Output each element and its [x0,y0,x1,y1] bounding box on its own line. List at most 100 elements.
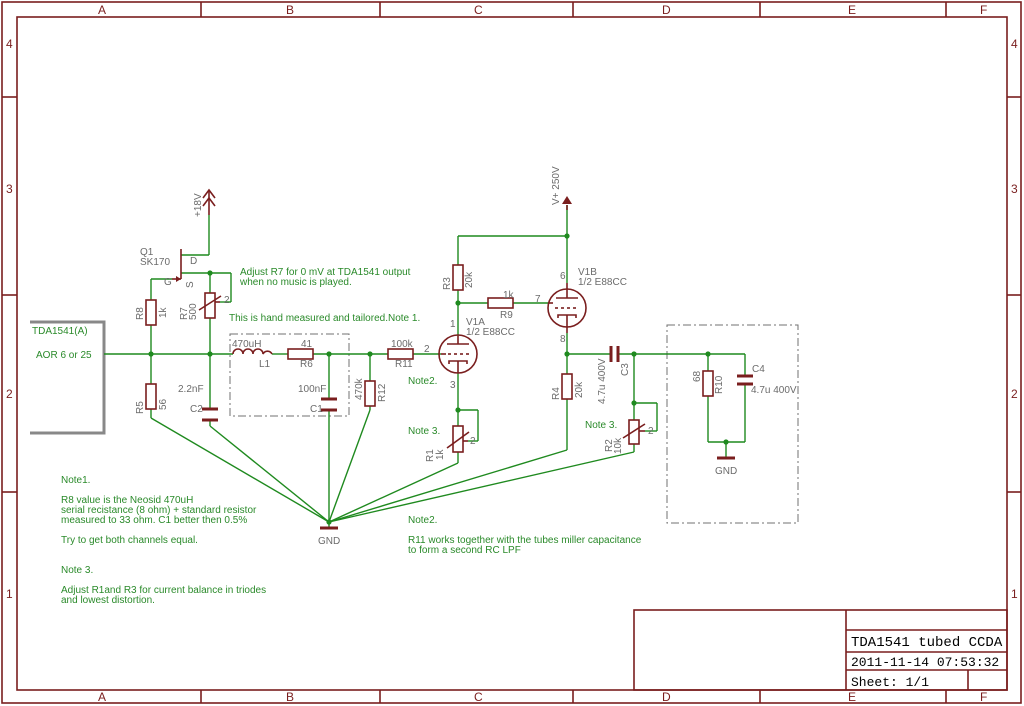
supply-250v-symbol [562,196,572,210]
r1-trimmer [446,425,470,453]
r4-name: R4 [551,387,562,400]
supply-250v-label: V+ 250V [551,166,562,205]
r8-resistor [145,299,157,326]
title-block-date: 2011-11-14 07:53:32 [851,655,999,670]
r3-value: 20k [464,271,475,288]
gnd-label-output: GND [715,466,737,477]
note1-line4: Try to get both channels equal. [61,535,198,546]
row-label-1-left: 1 [6,587,13,601]
r5-resistor [145,383,157,410]
supply-18v-symbol [202,188,216,215]
annotation-hand-measured: This is hand measured and tailored.Note … [229,313,420,324]
tda1541-pin-label: AOR 6 or 25 [36,350,92,361]
v1a-pin-1: 1 [450,319,456,330]
r3-name: R3 [442,277,453,290]
gnd-label-main: GND [318,536,340,547]
col-label-f-top: F [980,3,987,17]
q1-jfet-symbol [172,249,182,282]
r6-value: 41 [301,339,313,350]
r12-name: R12 [377,383,388,402]
col-label-a-bottom: A [98,690,106,704]
annotation-adjust-r7-line2: when no music is played. [239,277,352,288]
r12-resistor [364,380,376,407]
note1-line2: serial recistance (8 ohm) + standard res… [61,505,257,516]
c4-name: C4 [752,364,765,375]
r10-value: 68 [692,370,703,382]
frame-labels: A B C D E F A B C D E F 4 3 2 1 4 3 2 1 [6,3,1018,704]
q1-drain-label: D [190,256,197,267]
tda1541-label: TDA1541(A) [32,326,88,337]
col-label-a-top: A [98,3,106,17]
c3-capacitor [609,346,620,362]
note3-line2: and lowest distortion. [61,595,155,606]
r2-trimmer [622,419,646,445]
r1-pin-2: 2 [470,436,476,447]
col-label-b-bottom: B [286,690,294,704]
col-label-e-bottom: E [848,690,856,704]
row-label-4-right: 4 [1011,37,1018,51]
title-block-sheet: Sheet: 1/1 [851,675,929,690]
c1-capacitor [321,397,337,412]
col-label-f-bottom: F [980,690,987,704]
v1a-type: 1/2 E88CC [466,327,515,338]
col-label-c-top: C [474,3,483,17]
note3-line1: Adjust R1and R3 for current balance in t… [61,585,266,596]
r11-resistor [387,348,414,360]
q1-gate-label: G [164,277,172,288]
r6-name: R6 [300,359,313,370]
title-block-title: TDA1541 tubed CCDA [851,635,1003,651]
v1b-name: V1B [578,267,597,278]
row-label-1-right: 1 [1011,587,1018,601]
col-label-e-top: E [848,3,856,17]
r11-name: R11 [395,359,413,370]
r9-value: 1k [503,290,515,301]
annotation-note3-tag-r1: Note 3. [408,426,440,437]
r7-trimmer [198,292,222,319]
annotation-note2-tag: Note2. [408,376,437,387]
q1-name: Q1 [140,247,154,258]
note2-line2: to form a second RC LPF [408,545,521,556]
l1-name: L1 [259,359,271,370]
r7-value: 500 [188,303,199,320]
r2-pin-2: 2 [648,426,654,437]
note1-title: Note1. [61,475,90,486]
r12-value: 470k [354,377,365,400]
v1b-type: 1/2 E88CC [578,277,627,288]
title-block: TDA1541 tubed CCDA 2011-11-14 07:53:32 S… [633,609,1008,691]
r4-value: 20k [574,381,585,398]
c2-name: C2 [190,404,203,415]
r1-value: 1k [435,448,446,460]
r3-resistor [452,264,464,291]
notes-block-left: Note1. R8 value is the Neosid 470uH seri… [61,475,266,606]
v1b-pin-6: 6 [560,271,566,282]
c2-value: 2.2nF [178,384,204,395]
c3-name: C3 [620,363,631,376]
v1b-triode [547,283,587,333]
r8-name: R8 [135,307,146,320]
r10-resistor [702,370,714,397]
r11-value: 100k [391,339,414,350]
c1-value: 100nF [298,384,326,395]
r9-resistor [487,297,514,309]
junction-dots [148,233,729,525]
v1a-pin-3: 3 [450,380,456,391]
r6-resistor [287,348,314,360]
v1a-pin-2: 2 [424,344,430,355]
r10-name: R10 [714,375,725,394]
v1a-triode [438,334,478,374]
note2-line1: R11 works together with the tubes miller… [408,535,642,546]
r5-name: R5 [135,401,146,414]
tda1541-block: TDA1541(A) AOR 6 or 25 [30,320,106,435]
r9-name: R9 [500,310,513,321]
row-label-2-left: 2 [6,387,13,401]
c1-name: C1 [310,404,323,415]
r7-pin-2: 2 [224,295,230,306]
row-label-3-right: 3 [1011,182,1018,196]
q1-source-label: S [185,281,196,288]
c3-value: 4.7u 400V [597,358,608,404]
v1b-pin-8: 8 [560,334,566,345]
note1-line1: R8 value is the Neosid 470uH [61,495,193,506]
annotation-adjust-r7-line1: Adjust R7 for 0 mV at TDA1541 output [240,267,411,278]
